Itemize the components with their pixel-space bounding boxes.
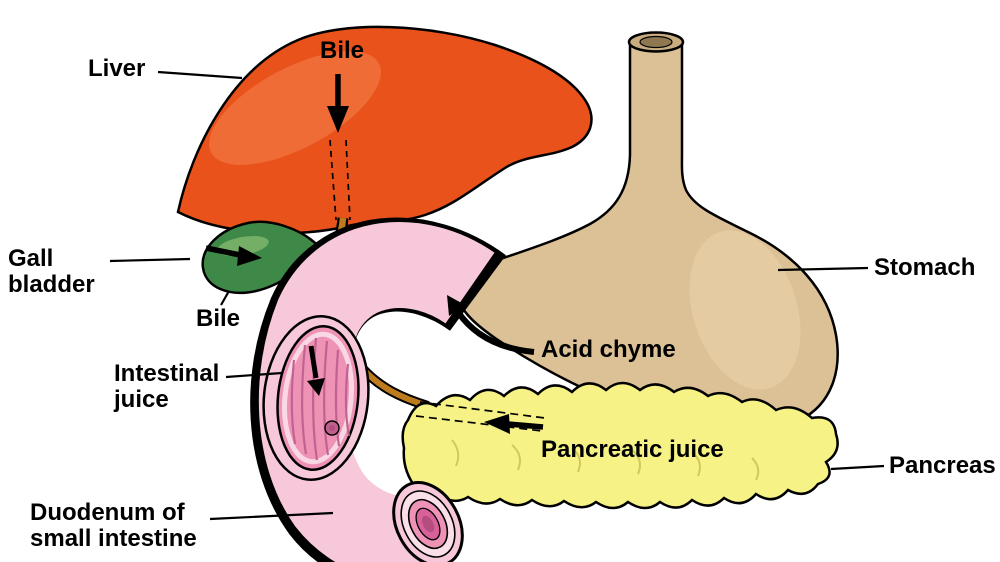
- pancreatic-duct-dashed-lines: [415, 401, 546, 432]
- duodenum-mucosa-folds: [290, 337, 351, 461]
- label-duodenum: Duodenum of small intestine: [30, 500, 197, 552]
- lobule-line: [691, 451, 701, 477]
- acid-chyme-arrow-shaft: [455, 310, 535, 355]
- lobule-line: [451, 439, 460, 467]
- mucosa-fold: [301, 344, 308, 455]
- stomach-highlight: [689, 230, 801, 390]
- gall-bladder-leader-line: [109, 257, 191, 263]
- bile-duct-dash-left: [329, 139, 337, 221]
- label-liver: Liver: [88, 56, 145, 82]
- duodenal-papilla-core: [329, 425, 335, 431]
- liver-shape: [176, 25, 593, 235]
- label-leader-lines: [109, 70, 885, 521]
- label-pancreatic-juice-text: Pancreatic juice: [541, 436, 724, 463]
- bile-gallbladder-arrow-shaft: [205, 245, 241, 258]
- label-pancreas: Pancreas: [889, 453, 996, 479]
- mucosa-fold: [290, 359, 297, 445]
- label-duodenum-line1: Duodenum of: [30, 499, 185, 526]
- label-bile-top-text: Bile: [320, 37, 365, 64]
- duodenum-shape: [250, 217, 506, 562]
- esophagus-opening-inner: [639, 35, 673, 49]
- liver-leader-line: [157, 70, 243, 80]
- intestinal-juice-leader-line: [225, 371, 283, 379]
- mucosa-fold: [344, 363, 351, 437]
- label-liver-text: Liver: [88, 55, 146, 82]
- label-intestinal-juice: Intestinal juice: [114, 361, 219, 413]
- pancreas-leader-line: [830, 464, 885, 471]
- intestinal-juice-arrow-shaft: [308, 345, 319, 379]
- label-gall-line1: Gall: [8, 245, 54, 272]
- intestinal-juice-arrow-head: [307, 378, 325, 396]
- mucosa-fold: [312, 337, 319, 461]
- pancreatic-duct: [358, 364, 430, 411]
- label-duodenum-line2: small intestine: [30, 524, 197, 552]
- bile-duct-dashed-lines: [329, 139, 351, 221]
- duodenum-cutaway-rim: [282, 331, 354, 465]
- bile-bottom-leader-line: [220, 290, 230, 306]
- label-stomach: Stomach: [874, 255, 975, 281]
- stomach-leader-line: [777, 266, 869, 272]
- duodenum-leader-line: [209, 511, 334, 521]
- bile-duct-dash-right: [345, 139, 351, 221]
- lobule-line: [751, 457, 760, 481]
- lobule-line: [631, 449, 641, 475]
- pancreatic-juice-arrow-head: [484, 414, 510, 434]
- duodenum-cross-section: [392, 481, 464, 562]
- label-bile-bottom-text: Bile: [196, 305, 241, 332]
- label-acid-chyme-text: Acid chyme: [541, 336, 676, 363]
- label-intestinal-line1: Intestinal: [114, 360, 220, 387]
- pancreas-lobule-lines: [451, 439, 760, 481]
- bile-top-arrow-head: [327, 106, 349, 133]
- mucosa-fold: [334, 349, 341, 447]
- label-gall-bladder: Gall bladder: [8, 246, 95, 298]
- flow-arrows: [205, 74, 544, 434]
- label-bile-top: Bile: [320, 38, 364, 64]
- bile-gallbladder-arrow-head: [237, 246, 262, 266]
- label-gall-line2: bladder: [8, 270, 95, 298]
- label-pancreatic-juice: Pancreatic juice: [541, 437, 724, 463]
- pancreatic-juice-arrow-shaft: [507, 421, 544, 430]
- lobule-line: [511, 444, 521, 471]
- stomach-shape: [456, 31, 839, 433]
- pancreatic-dash-upper: [419, 401, 546, 419]
- label-acid-chyme: Acid chyme: [541, 337, 676, 363]
- acid-chyme-arrow-head: [447, 295, 465, 316]
- mucosa-fold: [323, 340, 330, 456]
- pancreas-shape: [401, 381, 839, 510]
- pancreatic-dash-lower: [415, 415, 543, 432]
- label-bile-bottom: Bile: [196, 306, 240, 332]
- label-intestinal-line2: juice: [114, 385, 169, 413]
- pancreatic-duct-tube: [359, 365, 429, 409]
- label-pancreas-text: Pancreas: [889, 452, 996, 479]
- cross-section-core: [421, 515, 435, 533]
- label-stomach-text: Stomach: [874, 254, 976, 281]
- lobule-line: [571, 447, 581, 473]
